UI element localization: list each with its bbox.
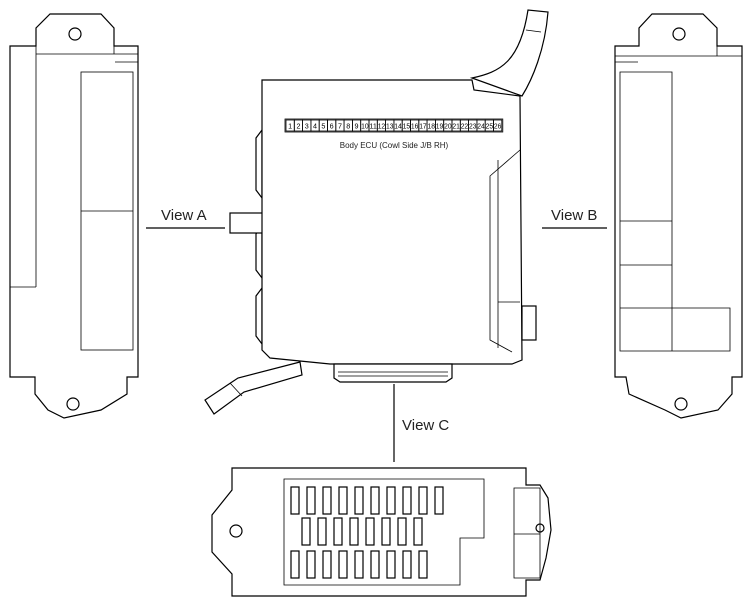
connector-cavity (365, 517, 375, 546)
connector-cavity (402, 486, 412, 515)
connector-cavity (381, 517, 391, 546)
pin-number: 26 (494, 122, 502, 131)
view-a-label: View A (161, 207, 207, 224)
pin-number: 11 (369, 122, 377, 131)
view-c-panel (211, 467, 552, 597)
pin-number: 14 (394, 122, 402, 131)
pin-strip-frame (284, 118, 504, 133)
pin-number: 13 (386, 122, 394, 131)
view-c-label: View C (402, 417, 449, 434)
connector-cavity (322, 550, 332, 579)
pin-cell (493, 119, 503, 132)
pin-number: 12 (378, 122, 386, 131)
pin-number: 1 (288, 122, 292, 131)
connector-cavity (338, 550, 348, 579)
pin-number: 7 (338, 122, 342, 131)
connector-cavity (338, 486, 348, 515)
view-b-callout: View B (542, 207, 607, 229)
pin-number: 17 (419, 122, 427, 131)
connector-cavity (370, 550, 380, 579)
connector-cavity (349, 517, 359, 546)
connector-cavity (418, 550, 428, 579)
connector-cavity (386, 550, 396, 579)
pin-number: 18 (428, 122, 436, 131)
view-c-callout: View C (393, 384, 449, 462)
connector-cavity (322, 486, 332, 515)
pin-number: 16 (411, 122, 419, 131)
connector-cavity (354, 550, 364, 579)
connector-cavity (354, 486, 364, 515)
pin-number: 3 (305, 122, 309, 131)
connector-cavities (290, 486, 444, 579)
pin-number: 22 (461, 122, 469, 131)
connector-cavity (402, 550, 412, 579)
pin-number: 10 (361, 122, 369, 131)
view-a-callout: View A (146, 207, 225, 229)
connector-cavity (418, 486, 428, 515)
connector-cavity (306, 486, 316, 515)
connector-cavity (306, 550, 316, 579)
connector-cavity (333, 517, 343, 546)
pin-number: 23 (469, 122, 477, 131)
connector-cavity (434, 486, 444, 515)
view-a-panel (9, 13, 139, 419)
connector-cavity (370, 486, 380, 515)
pin-number: 5 (321, 122, 325, 131)
view-b-panel (614, 13, 743, 419)
pin-number: 9 (355, 122, 359, 131)
pin-number: 21 (452, 122, 460, 131)
pin-number: 19 (436, 122, 444, 131)
connector-cavity (386, 486, 396, 515)
pin-number: 4 (313, 122, 317, 131)
pin-number: 8 (346, 122, 350, 131)
pin-number: 20 (444, 122, 452, 131)
connector-cavity (301, 517, 311, 546)
connector-cavity (290, 486, 300, 515)
pin-number: 15 (403, 122, 411, 131)
pin-number: 24 (477, 122, 485, 131)
pin-number: 25 (486, 122, 494, 131)
connector-cavity (413, 517, 423, 546)
connector-cavity (397, 517, 407, 546)
pin-number: 2 (296, 122, 300, 131)
connector-cavity (290, 550, 300, 579)
view-b-label: View B (551, 207, 597, 224)
pin-number: 6 (330, 122, 334, 131)
connector-cavity (317, 517, 327, 546)
ecu-label: Body ECU (Cowl Side J/B RH) (340, 141, 449, 150)
